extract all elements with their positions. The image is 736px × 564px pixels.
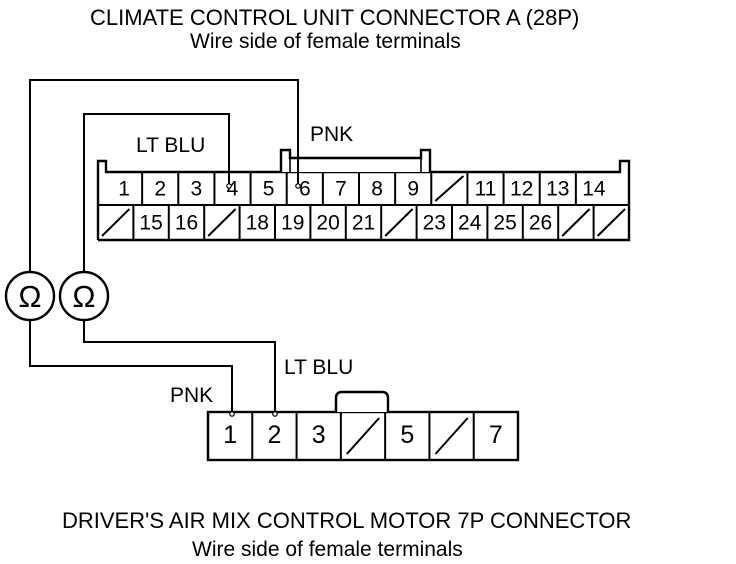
top-row2-blank-slash	[561, 208, 591, 237]
top-row1-cell: 2	[141, 172, 166, 205]
top-row2-cell: 16	[167, 205, 198, 240]
top-wire-label-pnk: PNK	[310, 123, 353, 146]
bottom-pin-label: 1	[223, 421, 237, 449]
bottom-connector-latch	[334, 390, 390, 412]
top-row2-cell: 24	[451, 205, 482, 240]
bottom-pin-label: 2	[267, 421, 281, 449]
bottom-pins: 1 2 3 5 7	[223, 412, 503, 460]
bottom-cell: 5	[384, 412, 414, 460]
top-connector-title: CLIMATE CONTROL UNIT CONNECTOR A (28P)	[90, 5, 579, 30]
top-row1-cell: 9	[394, 172, 419, 205]
top-row2-pin-label: 24	[458, 212, 482, 235]
bottom-connector: 1 2 3 5 7	[206, 390, 520, 462]
top-row1-pin-label: 12	[510, 178, 533, 201]
top-row2-pin-label: 20	[316, 212, 339, 235]
top-row2-pin-label: 19	[281, 212, 304, 235]
top-row1-pin-label: 11	[475, 178, 497, 201]
top-row1-pin-label: 13	[546, 178, 569, 201]
top-row1-blank-slash	[434, 175, 465, 202]
top-row1-cell: 14	[574, 172, 606, 205]
wire-pnk-bottom	[29, 320, 233, 414]
top-row2-pin-label: 15	[139, 212, 162, 235]
top-row1-pin-label: 5	[263, 178, 275, 201]
ohmmeter-left-icon	[4, 270, 56, 322]
ohmmeter-left: Ω	[4, 270, 56, 322]
bottom-wire-label-pnk: PNK	[170, 384, 213, 407]
top-row1-pin-label: 9	[407, 178, 419, 201]
top-row2: 15 16 18 19 20 21 23 24 25 26	[101, 205, 626, 240]
bottom-cell	[339, 412, 380, 460]
top-row2-pin-label: 16	[175, 212, 198, 235]
bottom-pin-label: 5	[400, 421, 414, 449]
top-row2-cell: 21	[344, 205, 375, 240]
top-row1-pin-label: 14	[582, 178, 606, 201]
top-row2-cell	[101, 208, 131, 237]
ohmmeter-right-icon	[58, 270, 110, 322]
top-row2-pin-label: 25	[493, 212, 516, 235]
top-row1-cell: 3	[177, 172, 203, 205]
top-row2-cell	[203, 205, 237, 240]
top-row1-cell: 8	[358, 172, 383, 205]
ohmmeter-right-symbol: Ω	[72, 279, 95, 314]
top-row1-pin-label: 1	[118, 178, 130, 201]
top-row1-pin-label: 6	[299, 178, 311, 201]
top-row1-cell: 11	[466, 172, 497, 205]
top-row1-pin-label: 7	[335, 178, 347, 201]
top-row1-cell	[430, 172, 465, 205]
top-row2-blank-slash	[384, 208, 414, 237]
wire-pnk-top	[29, 79, 299, 272]
top-row2-blank-slash	[207, 208, 237, 237]
top-row1-pin-label: 2	[154, 178, 166, 201]
bottom-blank-slash	[434, 417, 469, 455]
top-row2-pin-label: 26	[529, 212, 552, 235]
ohmmeter-left-symbol: Ω	[18, 279, 41, 314]
top-row2-cell	[380, 205, 414, 240]
bottom-wire-label-ltblu: LT BLU	[284, 356, 353, 379]
top-row1-cell: 6	[285, 172, 311, 205]
top-connector-body	[96, 159, 631, 242]
bottom-blank-slash	[346, 417, 380, 455]
top-row2-cell: 25	[486, 205, 517, 240]
top-row2-pin-label: 23	[423, 212, 446, 235]
top-row2-cell	[592, 205, 626, 240]
bottom-cell: 3	[295, 412, 326, 460]
wires	[29, 79, 301, 417]
top-row1-cell: 13	[538, 172, 569, 205]
top-row2-cell: 18	[238, 205, 269, 240]
ohmmeter-right: Ω	[58, 270, 110, 322]
top-row2-cell: 26	[521, 205, 552, 240]
bottom-pin-label: 7	[489, 421, 503, 449]
top-row2-pin-label: 18	[246, 212, 269, 235]
top-connector-subtitle: Wire side of female terminals	[190, 30, 461, 53]
top-row2-cell: 20	[309, 205, 340, 240]
bottom-pin-label: 3	[312, 421, 326, 449]
bottom-connector-title: DRIVER'S AIR MIX CONTROL MOTOR 7P CONNEC…	[62, 508, 631, 533]
bottom-cell: 2	[251, 412, 281, 460]
top-row2-blank-slash	[596, 208, 626, 237]
bottom-cell: 1	[223, 421, 237, 449]
top-row1-pin-label: 3	[191, 178, 203, 201]
top-row2-cell: 15	[132, 205, 163, 240]
top-row2-cell: 23	[415, 205, 446, 240]
top-row1-cell: 12	[502, 172, 533, 205]
top-row1-cell: 5	[249, 172, 275, 205]
top-row1-cell: 1	[118, 178, 130, 201]
bottom-connector-subtitle: Wire side of female terminals	[192, 538, 463, 561]
top-connector-latch	[279, 148, 432, 172]
top-row2-pin-label: 21	[352, 212, 375, 235]
top-row2-cell: 19	[274, 205, 304, 240]
bottom-cell: 7	[472, 412, 503, 460]
top-wire-label-ltblu: LT BLU	[136, 134, 205, 157]
bottom-cell	[428, 412, 469, 460]
top-row1-pin-label: 8	[371, 178, 383, 201]
wire-ltblu-top	[83, 113, 230, 272]
top-row2-blank-slash	[101, 208, 131, 237]
wire-ltblu-bottom	[83, 320, 276, 414]
top-row1-cell: 7	[321, 172, 347, 205]
top-row2-cell	[557, 205, 591, 240]
